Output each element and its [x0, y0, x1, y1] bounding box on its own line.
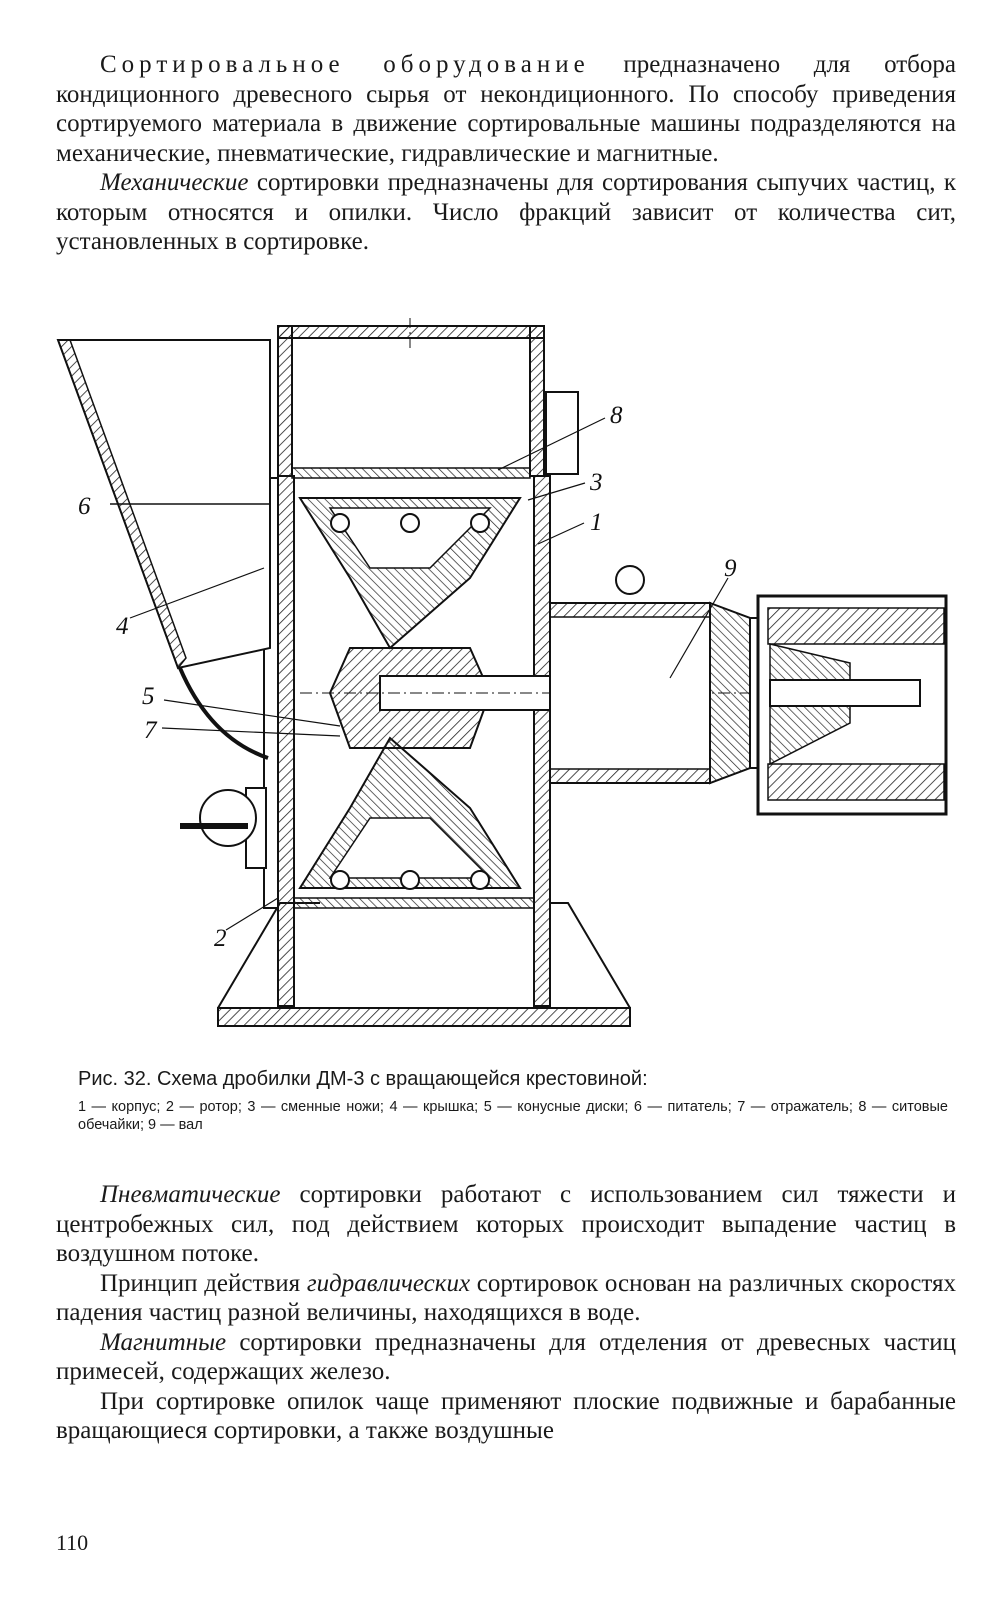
figure-caption: Рис. 32. Схема дробилки ДМ-3 с вращающей…	[78, 1066, 948, 1134]
paragraph-3: Пневматические сортировки работают с исп…	[56, 1180, 956, 1269]
figure-crusher-diagram: 8 3 1 6 4 5 7 2 9	[50, 318, 960, 1048]
upper-side-box	[545, 391, 579, 475]
paragraph-5-text: сортировки предназначены для отделения о…	[56, 1328, 956, 1386]
callout-7: 7	[144, 717, 158, 744]
paragraph-5: Магнитные сортировки предназначены для о…	[56, 1328, 956, 1387]
paragraph-6: При сортировке опилок чаще применяют пло…	[56, 1387, 956, 1445]
callout-5: 5	[142, 683, 155, 710]
paragraph-1: Сортировальное оборудование предназначен…	[56, 50, 956, 168]
paragraph-5-lead: Магнитные	[100, 1328, 227, 1356]
paragraph-2: Механические сортировки предназначены дл…	[56, 168, 956, 257]
leader-lines	[129, 417, 729, 931]
paragraph-4-lead: гидравлических	[306, 1269, 471, 1297]
paragraph-3-text: сортировки работают с использованием сил…	[56, 1181, 956, 1267]
body-walls	[277, 475, 551, 1007]
paragraph-4-text: сортировок основан на различных скоростя…	[56, 1269, 956, 1327]
callout-2: 2	[214, 925, 227, 952]
caption-legend: 1 — корпус; 2 — ротор; 3 — сменные ножи;…	[78, 1099, 948, 1133]
paragraph-1-lead: Сортировальное оборудование	[100, 51, 590, 78]
callout-4: 4	[116, 613, 129, 640]
paragraph-4-pre: Принцип действия	[100, 1269, 307, 1297]
paragraph-4: Принцип действия гидравлических сортиров…	[56, 1269, 956, 1328]
callout-6: 6	[78, 493, 91, 520]
upper-housing	[277, 318, 545, 479]
paragraph-2-text: сортировки предназначены для сортировани…	[56, 169, 956, 255]
pulley-housing	[756, 594, 948, 816]
caption-title: Рис. 32. Схема дробилки ДМ-3 с вращающей…	[78, 1068, 648, 1090]
paragraph-3-lead: Пневматические	[100, 1181, 281, 1208]
paragraph-2-lead: Механические	[100, 169, 249, 196]
bearing-housing	[549, 565, 771, 785]
text-top: Сортировальное оборудование предназначен…	[56, 50, 956, 257]
feeder-hopper	[56, 339, 271, 760]
callout-8: 8	[610, 402, 623, 429]
callout-3: 3	[589, 469, 603, 496]
page-number: 110	[56, 1530, 89, 1555]
rotor-cones	[298, 497, 522, 890]
text-bottom: Пневматические сортировки работают с исп…	[56, 1180, 956, 1446]
crusher-diagram: 8 3 1 6 4 5 7 2 9	[56, 318, 948, 1027]
callout-9: 9	[724, 555, 737, 582]
central-hub	[300, 647, 910, 749]
paragraph-1-text: предназначено для отбора кондиционного д…	[56, 51, 956, 167]
callout-1: 1	[590, 509, 603, 536]
